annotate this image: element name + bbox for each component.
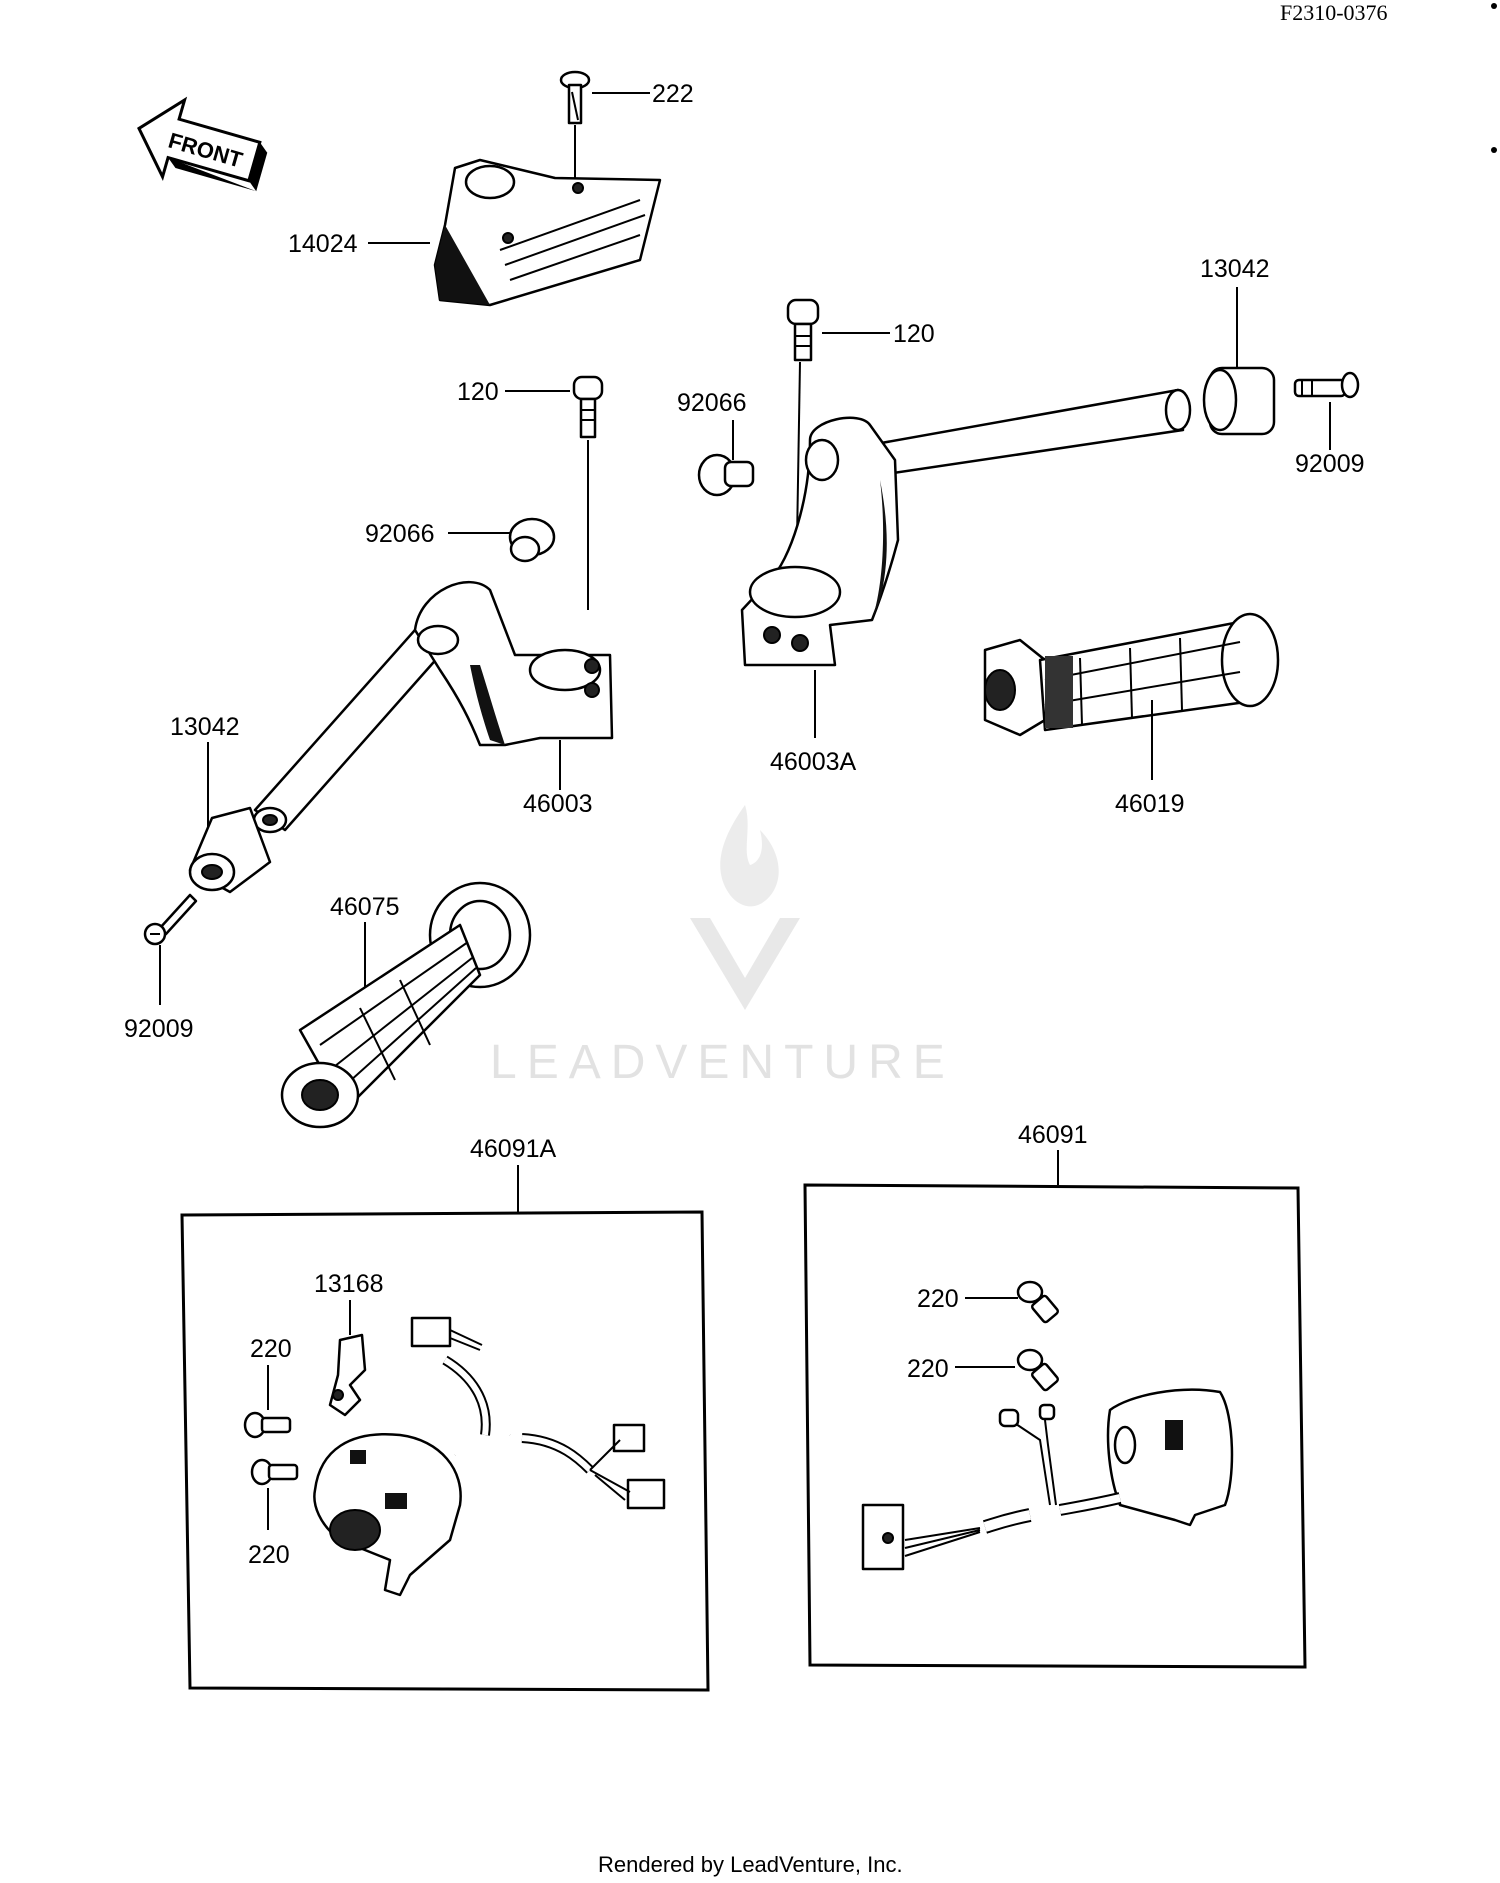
screw-92009-left-icon: [143, 893, 198, 946]
weight-13042-left-icon: [188, 806, 272, 894]
label-120-right: 120: [893, 320, 935, 348]
label-220-c: 220: [917, 1285, 959, 1313]
label-46091A: 46091A: [470, 1135, 557, 1163]
cover-14024-icon: [433, 158, 662, 307]
cap-92066-right-icon: [697, 453, 755, 497]
screw-220-b-icon: [250, 1458, 299, 1486]
grip-46075-icon: [280, 881, 532, 1129]
label-46075: 46075: [330, 893, 400, 921]
label-13168: 13168: [314, 1270, 384, 1298]
label-92009-right: 92009: [1295, 450, 1365, 478]
handlebar-46003A-icon: [740, 388, 1192, 667]
cap-92066-left-icon: [508, 517, 556, 563]
switch-kit-46091A-box: [180, 1210, 710, 1692]
grip-46019-icon: [983, 612, 1280, 737]
footer-credit: Rendered by LeadVenture, Inc.: [598, 1852, 903, 1877]
label-92066-right: 92066: [677, 389, 747, 417]
diagram-code: F2310-0376: [1280, 0, 1388, 25]
label-46091: 46091: [1018, 1121, 1088, 1149]
switch-housing-46091A-icon: [313, 1431, 511, 1597]
label-222: 222: [652, 80, 694, 108]
label-46003: 46003: [523, 790, 593, 818]
screw-92009-right-icon: [1293, 371, 1360, 399]
bolt-120-left-icon: [572, 375, 604, 439]
label-46003A: 46003A: [770, 748, 857, 776]
corner-dot-icon: [1491, 147, 1497, 153]
switch-kit-46091-box: [803, 1183, 1307, 1669]
handlebar-46003-icon: [252, 580, 614, 834]
corner-dot-icon: [1491, 3, 1497, 9]
label-46019: 46019: [1115, 790, 1185, 818]
label-220-d: 220: [907, 1355, 949, 1383]
clip-13168-icon: [328, 1333, 367, 1417]
wire-harness-46091A-icon: [410, 1316, 666, 1510]
label-14024: 14024: [288, 230, 358, 258]
front-arrow-icon: FRONT: [137, 96, 268, 192]
switch-housing-46091-icon: [1106, 1388, 1234, 1527]
screw-220-a-icon: [243, 1411, 292, 1439]
screw-220-d-icon: [1016, 1348, 1059, 1392]
screw-222-icon: [559, 70, 591, 125]
wire-harness-46091-icon: [861, 1403, 1122, 1571]
weight-13042-right-icon: [1202, 366, 1276, 436]
watermark-text: LEADVENTURE: [490, 1036, 955, 1089]
label-120-left: 120: [457, 378, 499, 406]
label-220-a: 220: [250, 1335, 292, 1363]
leadventure-watermark-logo: [690, 805, 800, 1010]
label-13042-right: 13042: [1200, 255, 1270, 283]
label-92066-left: 92066: [365, 520, 435, 548]
label-220-b: 220: [248, 1541, 290, 1569]
label-92009-left: 92009: [124, 1015, 194, 1043]
bolt-120-right-icon: [786, 298, 820, 362]
screw-220-c-icon: [1016, 1280, 1059, 1324]
label-13042-left: 13042: [170, 713, 240, 741]
